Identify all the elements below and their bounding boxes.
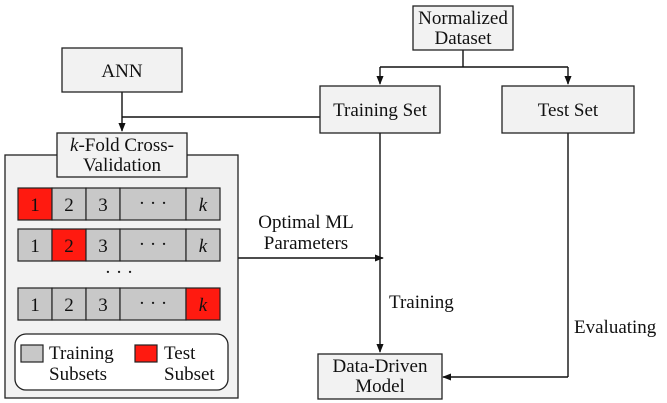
fold-row-3-cell-2 [51, 287, 87, 321]
fold-row-3-label-4: · · · [139, 293, 167, 314]
legend-test-line2: Subset [164, 364, 215, 385]
fold-row-1-label-5: k [199, 195, 208, 216]
test-set-box [501, 85, 635, 134]
kfold-title-rest: -Fold Cross- [78, 135, 174, 156]
fold-row-1-cell-2 [51, 187, 87, 221]
fold-row-1-label-2: 2 [64, 195, 74, 216]
fold-row-2-label-5: k [199, 236, 208, 257]
kfold-title-box [56, 132, 188, 178]
evaluating-edge-label: Evaluating [574, 317, 657, 338]
training-set-node: Training Set [319, 85, 441, 134]
fold-row-3-label-1: 1 [30, 295, 40, 316]
fold-row-2-cell-1 [17, 228, 53, 262]
legend-test-line1: Test [164, 343, 196, 364]
fold-row-2: 1 2 3 · · · k [17, 228, 221, 262]
legend-training-line2: Subsets [49, 364, 107, 385]
fold-row-1-label-3: 3 [98, 195, 108, 216]
fold-row-2-label-1: 1 [30, 236, 40, 257]
kfold-title-line1: k-Fold Cross- [70, 135, 174, 156]
normalized-dataset-line1: Normalized [418, 8, 508, 29]
kfold-title-line2: Validation [83, 155, 162, 176]
kfold-title-k: k [70, 135, 79, 156]
legend: Training Subsets Test Subset [14, 333, 229, 391]
legend-frame [14, 333, 229, 391]
fold-row-1-cell-4 [119, 187, 187, 221]
fold-row-1-cell-5 [185, 187, 221, 221]
fold-row-3-label-2: 2 [64, 295, 74, 316]
fold-row-3-cell-5 [185, 287, 221, 321]
fold-row-1-label-1: 1 [30, 195, 40, 216]
model-line1: Data-Driven [333, 356, 428, 377]
legend-training-swatch [20, 344, 44, 363]
fold-row-2-label-4: · · · [139, 234, 167, 255]
ann-label: ANN [101, 61, 142, 82]
kfold-panel: k-Fold Cross- Validation 1 2 3 · · · k 1… [4, 132, 239, 399]
legend-training-line1: Training [49, 343, 114, 364]
model-box [317, 353, 443, 400]
training-set-box [319, 85, 441, 134]
normalized-dataset-line2: Dataset [435, 28, 493, 49]
fold-row-3-label-5: k [199, 295, 208, 316]
training-edge-label: Training [389, 292, 454, 313]
test-set-label: Test Set [538, 100, 599, 121]
test-set-node: Test Set [501, 85, 635, 134]
fold-row-3: 1 2 3 · · · k [17, 287, 221, 321]
fold-row-3-cell-3 [85, 287, 121, 321]
fold-row-3-cell-4 [119, 287, 187, 321]
ann-box [61, 47, 183, 93]
model-node: Data-Driven Model [317, 353, 443, 400]
normalized-dataset-box [412, 5, 514, 51]
fold-row-1-label-4: · · · [139, 193, 167, 214]
ann-node: ANN [61, 47, 183, 93]
optimal-parameters-label-line1: Optimal ML [258, 212, 354, 233]
training-set-label: Training Set [333, 100, 428, 121]
normalized-dataset-node: Normalized Dataset [412, 5, 514, 51]
legend-test-swatch [134, 344, 158, 363]
optimal-parameters-label-line2: Parameters [264, 233, 348, 254]
fold-row-2-cell-4 [119, 228, 187, 262]
fold-rows-ellipsis: · · · [105, 262, 133, 283]
model-line2: Model [355, 376, 405, 397]
fold-row-1: 1 2 3 · · · k [17, 187, 221, 221]
fold-row-2-label-3: 3 [98, 236, 108, 257]
fold-row-2-cell-5 [185, 228, 221, 262]
connectors [118, 50, 572, 381]
fold-row-2-label-2: 2 [64, 236, 74, 257]
fold-row-3-label-3: 3 [98, 295, 108, 316]
fold-row-2-cell-2 [51, 228, 87, 262]
